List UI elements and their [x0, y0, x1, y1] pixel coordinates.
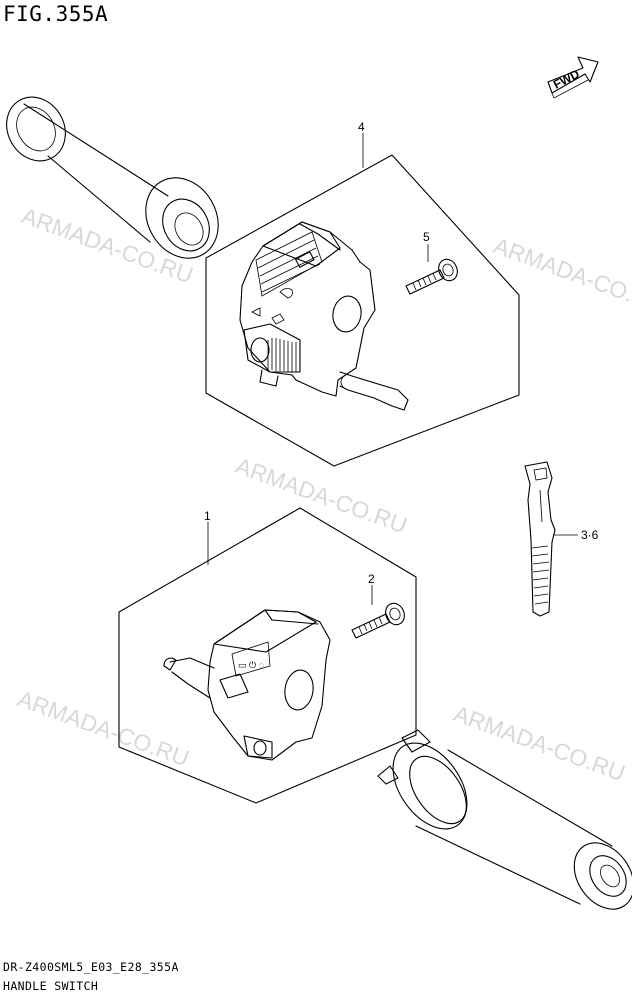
watermark-text: ARMADA-CO.RU: [490, 232, 632, 318]
left-handle-switch: [239, 221, 409, 411]
figure-title: FIG.355A: [3, 2, 109, 26]
callout-3-6: 3·6: [581, 528, 599, 542]
watermark-text: ARMADA-CO.RU: [450, 700, 628, 786]
left-handlebar-grip: [6, 96, 219, 259]
callout-1: 1: [204, 509, 211, 523]
part-1-kit-frame: 1: [118, 507, 417, 804]
screw-5: 5: [405, 230, 458, 295]
right-handle-switch: ▭ ⏻ ◌: [163, 609, 331, 761]
part-4-kit-frame: 4: [205, 120, 520, 467]
cable-tie: 3·6: [524, 461, 599, 617]
fwd-arrow-icon: FWD: [547, 56, 599, 99]
callout-4: 4: [358, 120, 365, 134]
callout-2: 2: [368, 572, 375, 586]
switch-marking: ▭ ⏻ ◌: [238, 660, 264, 670]
diagram-name: HANDLE SWITCH: [3, 979, 99, 993]
watermark-text: ARMADA-CO.RU: [14, 685, 192, 771]
watermark-text: ARMADA-CO.RU: [232, 452, 410, 538]
diagram-code: DR-Z400SML5_E03_E28_355A: [3, 960, 179, 974]
throttle-grip: [377, 729, 632, 910]
watermark-text: ARMADA-CO.RU: [18, 202, 196, 288]
callout-5: 5: [423, 230, 430, 244]
screw-2: 2: [351, 572, 405, 639]
